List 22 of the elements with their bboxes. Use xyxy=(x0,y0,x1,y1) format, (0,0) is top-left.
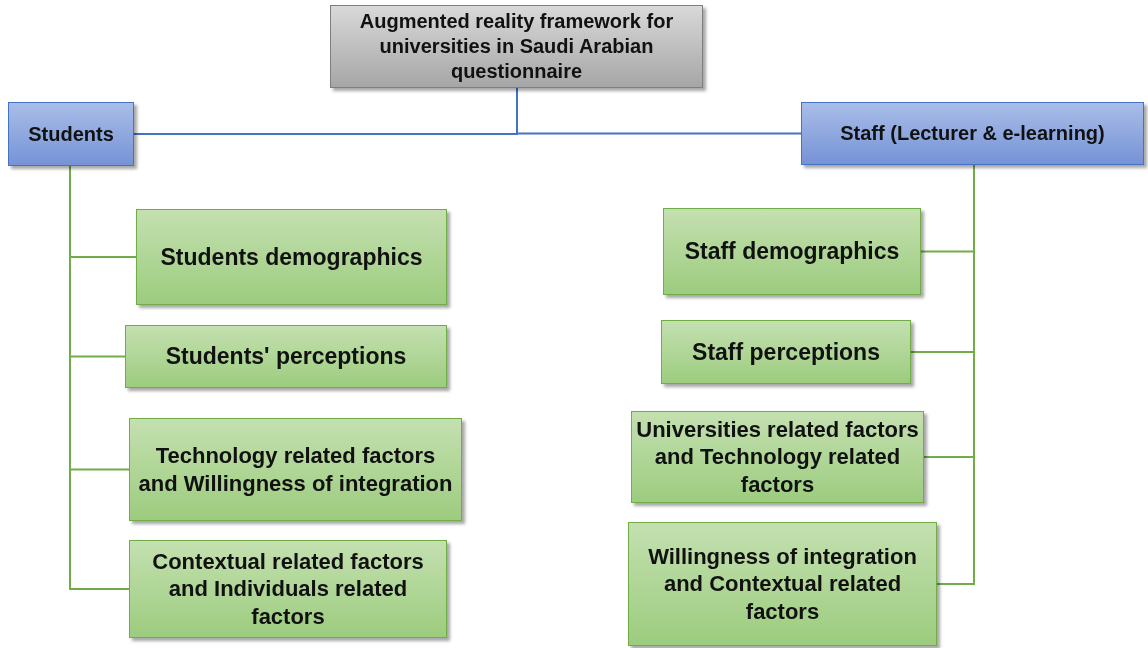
group-box xyxy=(8,102,134,166)
connector-line xyxy=(516,87,802,135)
topic-box xyxy=(661,320,911,384)
box-label: Staff demographics xyxy=(684,237,900,266)
title-box xyxy=(330,5,703,88)
topic-box xyxy=(129,418,462,521)
box-label: Contextual related factors and Individuals related factors xyxy=(151,547,425,631)
box-label: Universities related factors and Technology related factors xyxy=(636,415,919,499)
topic-box xyxy=(663,208,921,295)
box-label: Students xyxy=(28,121,114,147)
topic-box xyxy=(125,325,447,388)
group-box xyxy=(801,102,1144,165)
topic-box xyxy=(136,209,447,305)
box-label: Willingness of integration and Contextual related factors xyxy=(647,542,918,626)
box-label: Staff perceptions xyxy=(692,337,880,367)
box-label: Augmented reality framework for universities in Saudi Arabian questionnaire xyxy=(358,9,675,84)
box-label: Technology related factors and Willingness of integration xyxy=(137,442,454,497)
box-label: Staff (Lecturer & e-learning) xyxy=(840,121,1105,146)
topic-box xyxy=(628,522,937,646)
box-label: Students demographics xyxy=(160,242,423,272)
box-label: Students' perceptions xyxy=(165,342,407,371)
topic-box xyxy=(129,540,447,638)
